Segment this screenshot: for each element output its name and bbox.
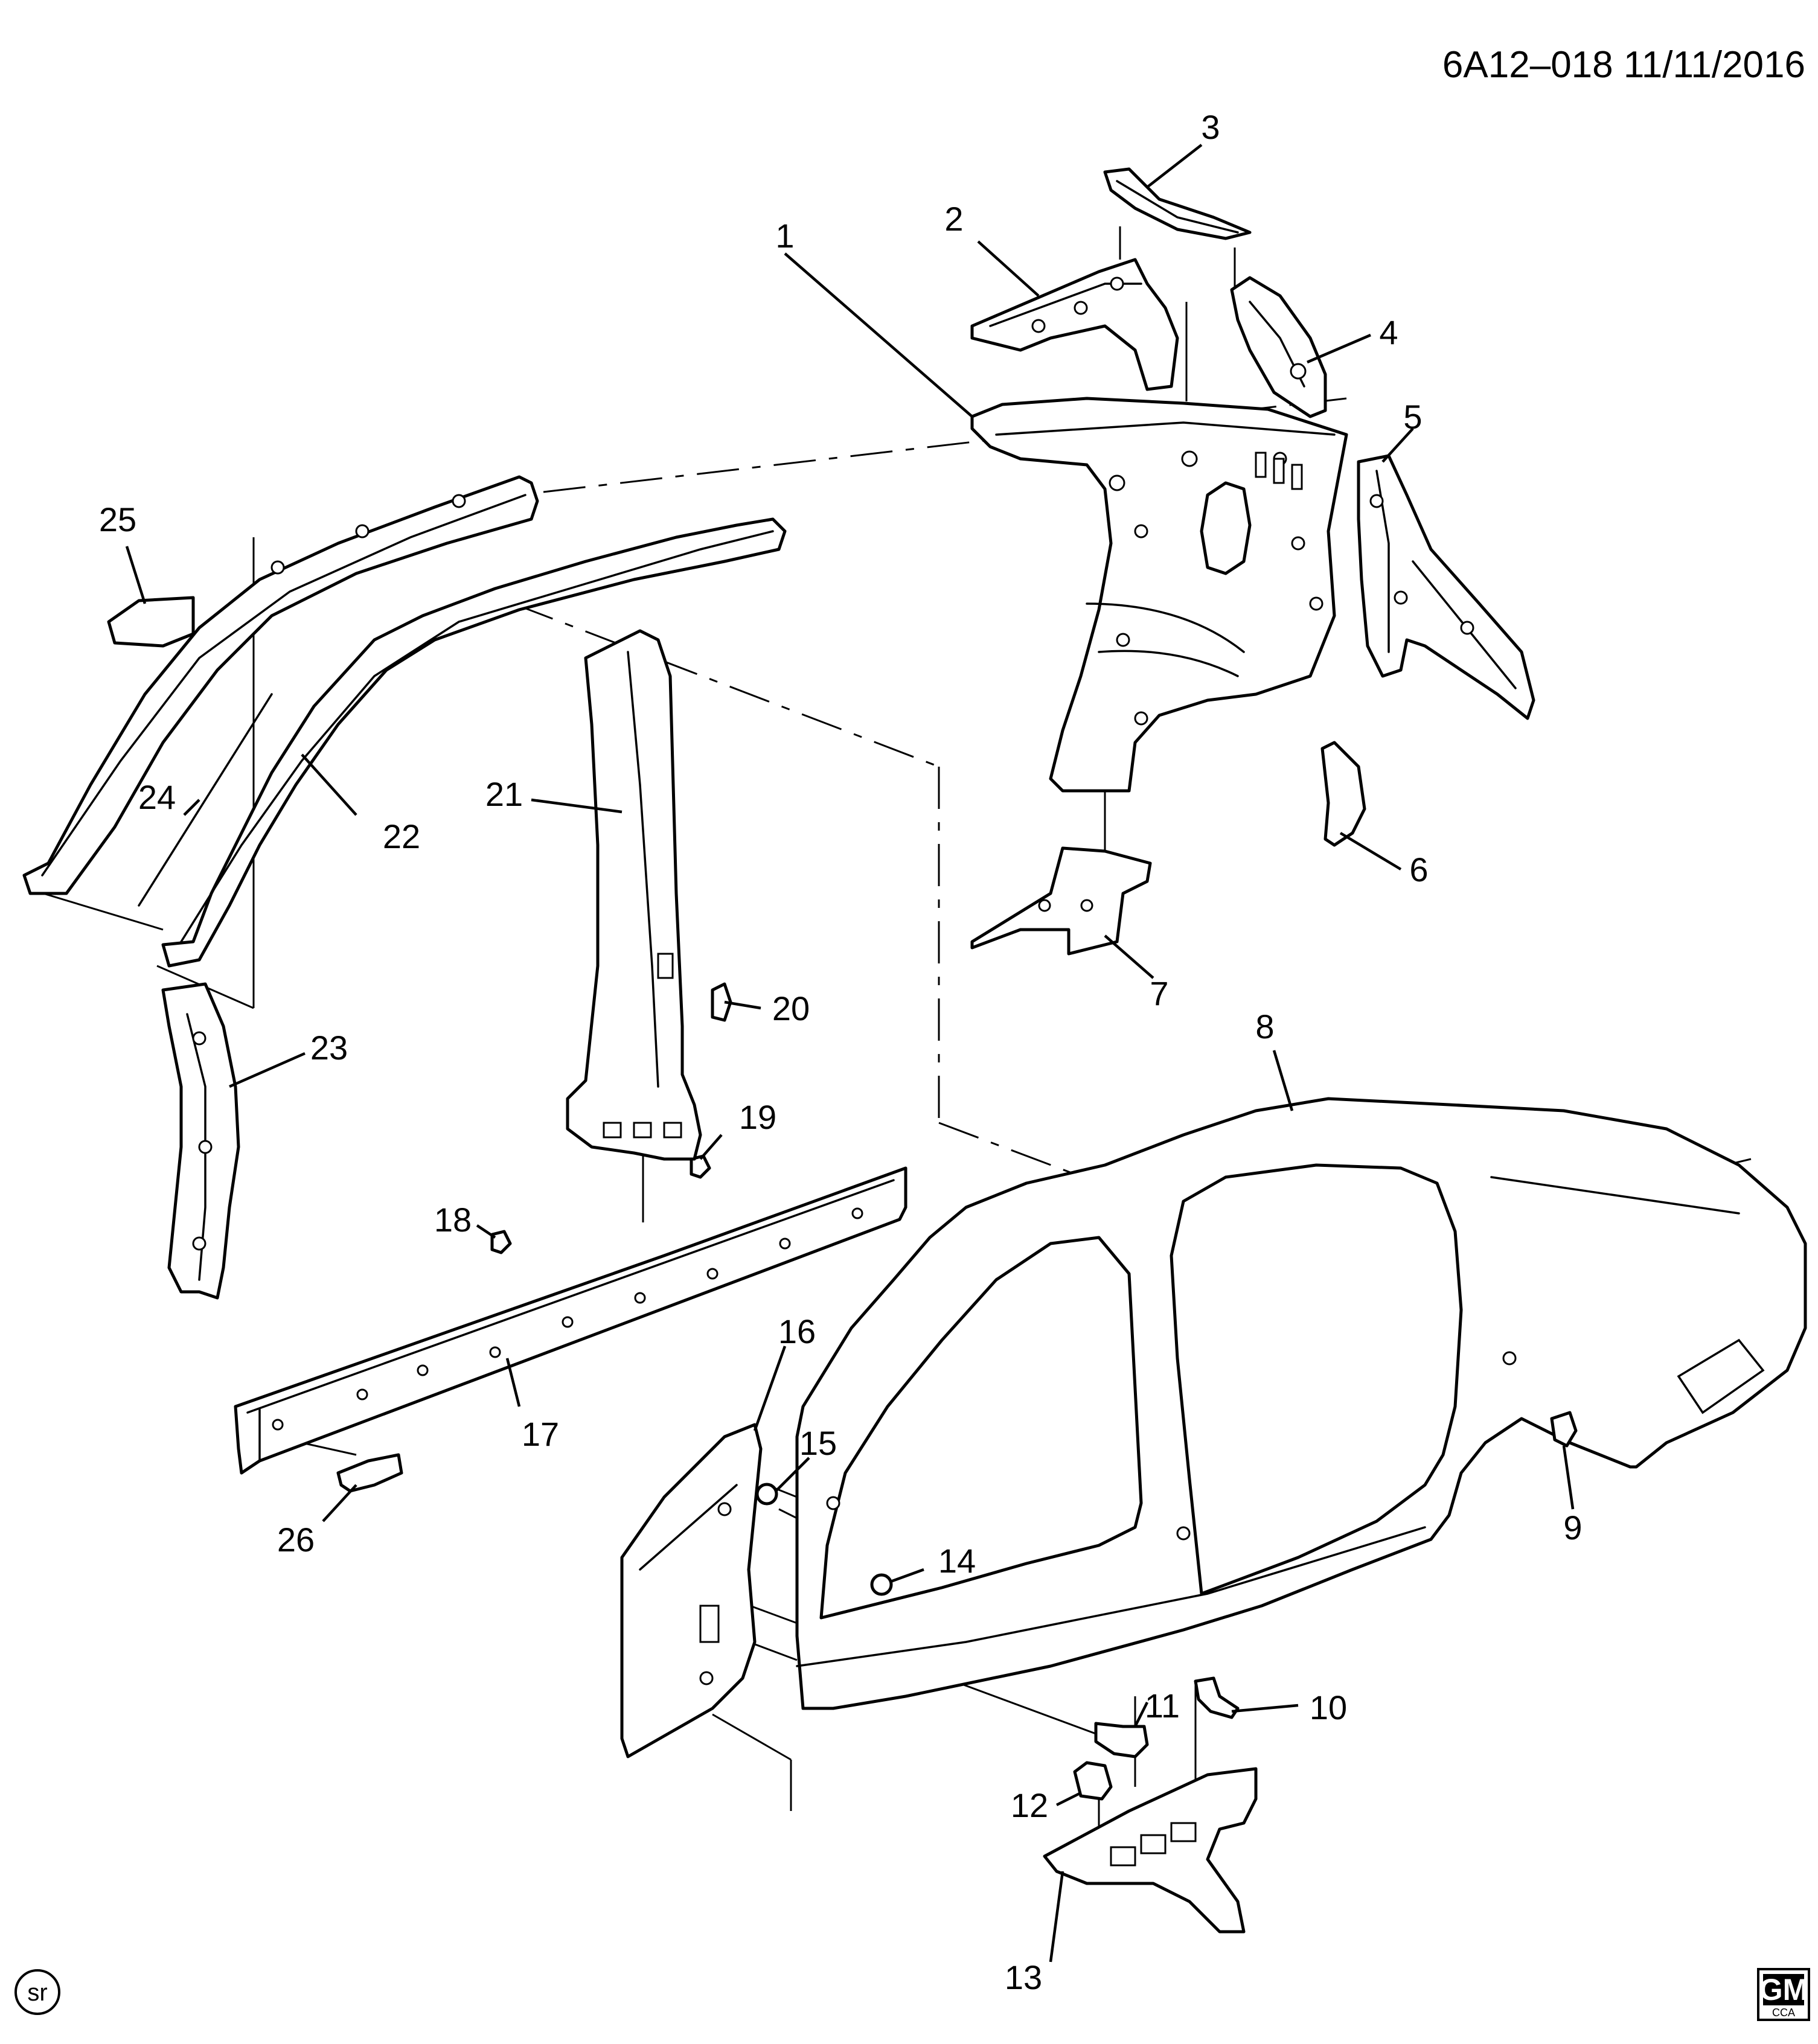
callout-22: 22 xyxy=(383,817,420,855)
part-23-a-pillar-lower xyxy=(161,982,240,1300)
callout-15: 15 xyxy=(799,1424,837,1462)
part-9-clip xyxy=(1550,1411,1578,1448)
callout-12: 12 xyxy=(1011,1786,1048,1824)
gm-logo: GM CCA xyxy=(1757,1968,1810,2021)
callout-9: 9 xyxy=(1563,1509,1582,1547)
callout-20: 20 xyxy=(772,989,810,1027)
callout-24: 24 xyxy=(138,778,176,816)
callout-23: 23 xyxy=(310,1029,348,1067)
sr-mark-text: sr xyxy=(27,1979,47,2006)
part-14-nut xyxy=(870,1573,893,1596)
leader-lines xyxy=(125,144,1575,1963)
callout-13: 13 xyxy=(1005,1958,1042,1996)
part-5-quarter-brace xyxy=(1357,454,1535,720)
part-22-roof-rail-inner xyxy=(161,517,787,968)
callout-3: 3 xyxy=(1201,108,1220,146)
part-26-bracket xyxy=(336,1453,403,1493)
part-3-bracket xyxy=(1103,167,1252,240)
callout-5: 5 xyxy=(1403,398,1422,436)
callout-16: 16 xyxy=(778,1312,816,1350)
callout-26: 26 xyxy=(277,1521,315,1559)
callout-labels: 1 2 3 4 5 6 7 8 9 10 11 12 13 14 15 16 1… xyxy=(99,108,1583,1996)
part-11-bracket xyxy=(1094,1722,1149,1758)
part-4-reinforcement xyxy=(1230,276,1327,418)
callout-10: 10 xyxy=(1310,1688,1347,1726)
callout-8: 8 xyxy=(1255,1008,1274,1046)
diagram-code: 6A12–018 xyxy=(1442,44,1613,86)
part-6-extension xyxy=(1320,741,1366,847)
diagram-date: 11/11/2016 xyxy=(1624,44,1805,86)
callout-11: 11 xyxy=(1145,1687,1180,1725)
callout-18: 18 xyxy=(434,1201,472,1239)
part-8-body-side-outer-panel xyxy=(795,1097,1807,1710)
callout-4: 4 xyxy=(1379,313,1398,351)
callout-19: 19 xyxy=(739,1098,776,1136)
part-24-seal-strip xyxy=(138,693,273,907)
part-20-clip xyxy=(711,982,732,1022)
callout-25: 25 xyxy=(99,500,136,538)
sr-corner-mark: sr xyxy=(14,1969,60,2015)
part-1-quarter-inner-panel xyxy=(970,397,1348,793)
part-15-nut xyxy=(755,1483,778,1506)
callout-14: 14 xyxy=(938,1542,976,1580)
part-2-upper-bracket xyxy=(970,258,1179,391)
part-21-center-pillar xyxy=(566,629,702,1161)
part-13-rocker-extension xyxy=(1043,1767,1258,1934)
part-17-rocker-panel xyxy=(234,1166,907,1475)
callout-6: 6 xyxy=(1409,851,1428,889)
diagram-header: 6A12–018 11/11/2016 xyxy=(1442,44,1805,86)
callout-7: 7 xyxy=(1150,974,1168,1012)
part-18-nut xyxy=(490,1230,512,1254)
part-25-roof-rail-outer xyxy=(22,475,539,895)
part-7-wheelhouse-bracket xyxy=(970,846,1152,956)
gm-logo-subtext: CCA xyxy=(1772,2007,1795,2019)
part-10-bracket xyxy=(1194,1676,1240,1719)
callout-21: 21 xyxy=(485,775,523,813)
part-12-bracket xyxy=(1073,1761,1113,1801)
callout-2: 2 xyxy=(944,200,963,238)
callout-17: 17 xyxy=(522,1415,559,1453)
callout-1: 1 xyxy=(775,217,794,255)
gm-logo-text: GM xyxy=(1759,1973,1808,2007)
part-16-hinge-pillar xyxy=(620,1423,763,1758)
